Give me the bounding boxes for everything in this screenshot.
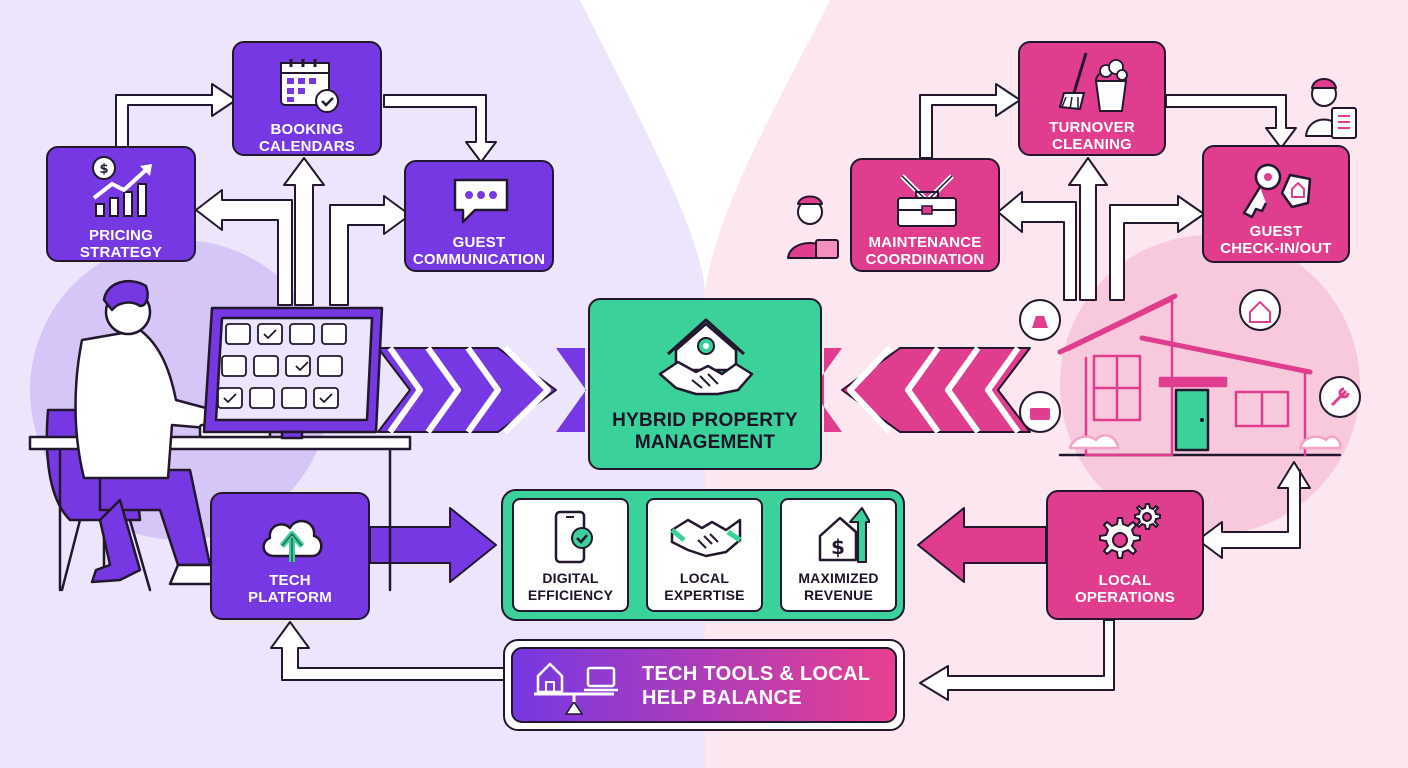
monitor-calendar-illustration bbox=[202, 306, 384, 440]
house-callout-bubbles bbox=[1019, 289, 1361, 433]
tech-to-benefits-arrow bbox=[369, 507, 497, 583]
local-to-benefits-arrow bbox=[917, 507, 1047, 583]
calendar-check-icon bbox=[280, 59, 339, 113]
left-chevron-flow bbox=[377, 345, 586, 435]
svg-text:$: $ bbox=[831, 535, 845, 559]
keys-icon bbox=[1242, 163, 1312, 219]
cloud-upload-icon bbox=[262, 519, 323, 562]
right-chevron-flow bbox=[812, 345, 1031, 435]
chat-bubble-icon bbox=[453, 178, 509, 224]
house-illustration bbox=[1057, 293, 1342, 457]
person-at-computer-illustration bbox=[28, 280, 412, 592]
phone-check-icon bbox=[554, 510, 593, 564]
svg-text:$: $ bbox=[99, 162, 108, 177]
balance-bar-fill bbox=[511, 647, 897, 723]
growth-chart-icon: $ bbox=[92, 156, 152, 217]
balance-label: TECH TOOLS & LOCAL HELP BALANCE bbox=[642, 663, 871, 709]
handshake-icon bbox=[670, 518, 742, 558]
maintenance-worker-illustration bbox=[787, 195, 839, 259]
balance-scale-icon bbox=[534, 662, 618, 715]
house-dollar-icon: $ bbox=[818, 507, 870, 563]
toolbox-icon bbox=[897, 174, 957, 227]
gears-icon bbox=[1099, 503, 1161, 559]
housekeeper-clipboard-illustration bbox=[1305, 78, 1357, 139]
left-connectors bbox=[115, 83, 511, 681]
right-connectors bbox=[919, 83, 1311, 701]
house-handshake-icon bbox=[658, 318, 754, 396]
cleaning-bucket-icon bbox=[1058, 52, 1128, 112]
